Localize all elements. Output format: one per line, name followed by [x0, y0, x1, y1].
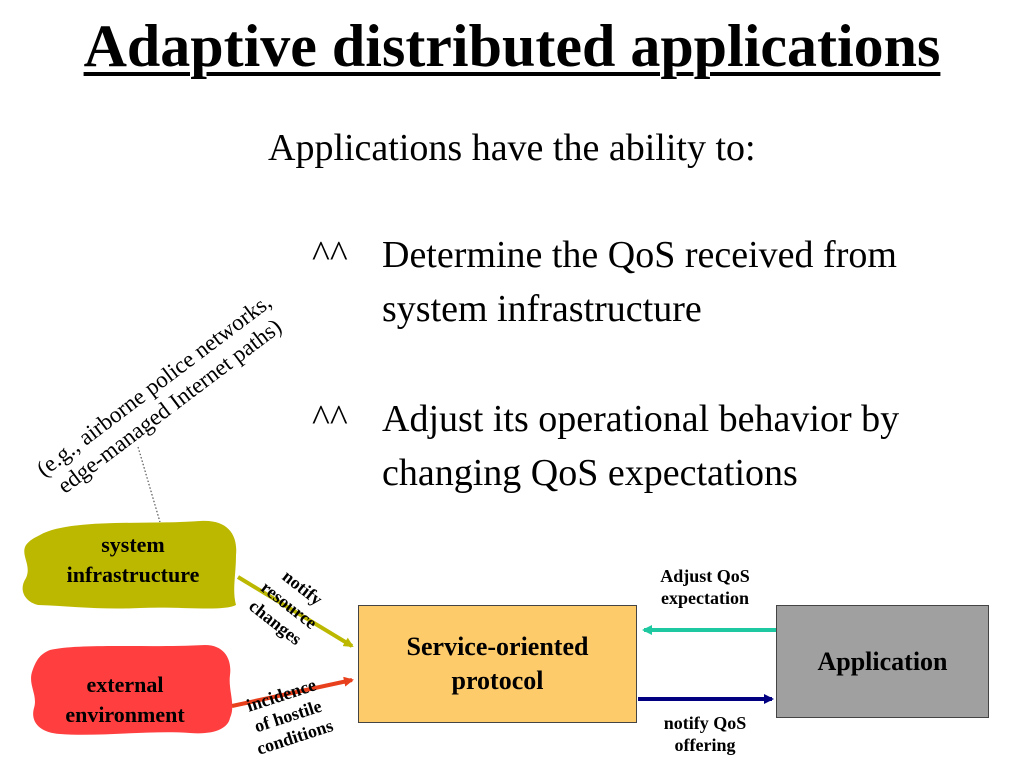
bullet-mark: ^^ — [312, 234, 348, 276]
bullet-line: Adjust its operational behavior by — [382, 398, 900, 440]
node-label-line: Service-oriented — [406, 632, 589, 661]
application-box: Application — [776, 605, 989, 718]
bullet-adjust-behavior: ^^ Adjust its operational behavior by ch… — [312, 392, 1012, 502]
node-label-line: protocol — [451, 666, 544, 695]
edge-label-line: offering — [674, 735, 736, 755]
notify-resource-arrow — [236, 575, 354, 648]
adjust-qos-label: Adjust QoS expectation — [630, 565, 780, 609]
notify-qos-label: notify QoS offering — [630, 712, 780, 756]
system-infrastructure-label: system infrastructure — [28, 530, 238, 590]
system-infrastructure-blob — [22, 520, 237, 609]
service-protocol-box: Service-oriented protocol — [358, 605, 637, 723]
edge-label-line: expectation — [661, 588, 749, 608]
note-leader-line — [137, 446, 161, 523]
node-label-line: system — [101, 532, 165, 557]
node-label-line: environment — [65, 702, 185, 727]
page-title: Adaptive distributed applications — [83, 13, 941, 79]
edge-label-line: Adjust QoS — [660, 566, 750, 586]
external-environment-label: external environment — [30, 670, 220, 730]
external-environment-blob — [31, 645, 233, 735]
node-label-line: infrastructure — [66, 562, 200, 587]
intro-text: Applications have the ability to: — [268, 127, 756, 169]
node-label-line: external — [86, 672, 164, 697]
bullet-line: Determine the QoS received from — [382, 234, 897, 276]
edge-label-line: notify QoS — [663, 713, 747, 733]
bullet-line: changing QoS expectations — [382, 452, 798, 494]
bullet-mark: ^^ — [312, 398, 348, 440]
hostile-conditions-arrow — [231, 676, 354, 708]
bullet-line: system infrastructure — [382, 288, 702, 330]
bullet-determine-qos: ^^ Determine the QoS received from syste… — [312, 228, 1012, 338]
